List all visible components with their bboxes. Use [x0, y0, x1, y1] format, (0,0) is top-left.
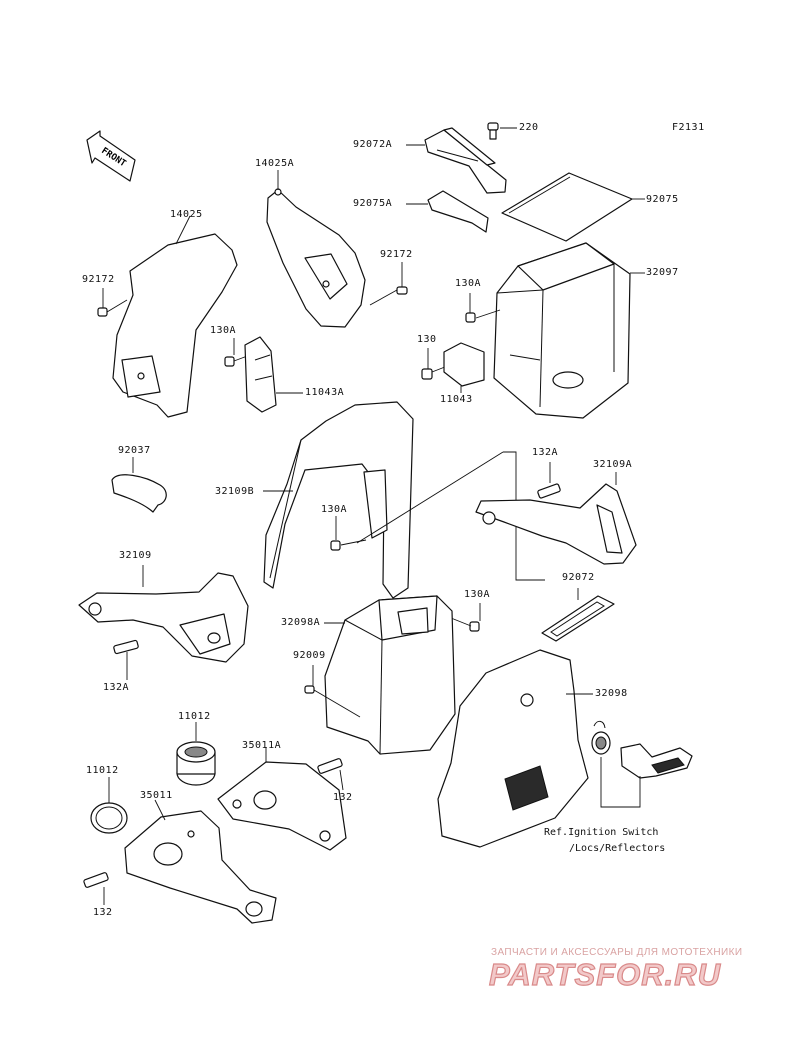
part-label-92009[interactable]: 92009 — [293, 650, 326, 661]
bolt-130a-mid-icon — [330, 516, 367, 551]
part-label-92072a[interactable]: 92072A — [353, 139, 393, 150]
part-label-130a-left[interactable]: 130A — [210, 325, 237, 336]
screw-92172-right-icon — [369, 262, 408, 306]
battery-case-32097-icon — [493, 242, 645, 419]
bolt-132a-top-icon — [537, 462, 561, 499]
reference-note-line1: Ref.Ignition Switch — [544, 827, 659, 838]
part-label-220[interactable]: 220 — [519, 122, 539, 133]
screw-92172-left-icon — [97, 288, 128, 317]
part-label-11012-left[interactable]: 11012 — [86, 765, 119, 776]
grommet-11012-top-icon — [176, 722, 216, 786]
cover-14025a-icon — [266, 170, 366, 328]
case-32098a-icon — [324, 595, 456, 755]
part-label-92172-left[interactable]: 92172 — [82, 274, 115, 285]
part-label-35011a[interactable]: 35011A — [242, 740, 282, 751]
part-label-14025[interactable]: 14025 — [170, 209, 203, 220]
arm-32109b-icon — [263, 401, 414, 599]
bracket-35011a-icon — [217, 747, 347, 851]
cover-14025-icon — [112, 215, 238, 418]
part-label-32109b[interactable]: 32109B — [215, 486, 255, 497]
part-label-11043a[interactable]: 11043A — [305, 387, 345, 398]
part-label-32109[interactable]: 32109 — [119, 550, 152, 561]
part-label-92172-right[interactable]: 92172 — [380, 249, 413, 260]
cap-11012-left-icon — [90, 777, 128, 834]
pad-92075a-icon — [406, 190, 489, 233]
part-label-130[interactable]: 130 — [417, 334, 437, 345]
arm-32109-icon — [78, 565, 249, 663]
watermark-logo: PARTSFOR.RU — [488, 956, 722, 992]
reference-note-line2: /Locs/Reflectors — [569, 843, 666, 854]
part-label-92075a[interactable]: 92075A — [353, 198, 393, 209]
part-label-92072[interactable]: 92072 — [562, 572, 595, 583]
part-label-132-mid[interactable]: 132 — [333, 792, 353, 803]
sheet-92075-icon — [501, 172, 645, 242]
clamp-92037-icon — [111, 457, 167, 513]
part-label-132-bottom[interactable]: 132 — [93, 907, 113, 918]
cover-32098-icon — [437, 649, 593, 848]
part-label-11012-top[interactable]: 11012 — [178, 711, 211, 722]
part-label-11043[interactable]: 11043 — [440, 394, 473, 405]
bolt-132-bottom-icon — [83, 872, 109, 905]
part-label-32098a[interactable]: 32098A — [281, 617, 321, 628]
arm-32109a-icon — [475, 472, 637, 565]
bolt-220-icon — [487, 122, 517, 140]
watermark-tagline: ЗАПЧАСТИ И АКСЕССУАРЫ ДЛЯ МОТОТЕХНИКИ — [491, 947, 743, 958]
bolt-130-icon — [421, 348, 451, 380]
ignition-switch-icon — [591, 720, 693, 808]
bracket-11043a-icon — [224, 336, 303, 413]
bolt-132-mid-icon — [317, 758, 344, 791]
part-label-35011[interactable]: 35011 — [140, 790, 173, 801]
part-label-132a-bottom[interactable]: 132A — [103, 682, 130, 693]
figure-code: F2131 — [672, 122, 705, 133]
screw-92009-icon — [304, 665, 361, 718]
part-label-92037[interactable]: 92037 — [118, 445, 151, 456]
bracket-11043-icon — [443, 342, 485, 393]
bolt-132a-bottom-icon — [113, 639, 139, 680]
part-label-130a-mid[interactable]: 130A — [321, 504, 348, 515]
part-label-132a-top[interactable]: 132A — [532, 447, 559, 458]
part-label-32098[interactable]: 32098 — [595, 688, 628, 699]
part-label-92075[interactable]: 92075 — [646, 194, 679, 205]
part-label-32109a[interactable]: 32109A — [593, 459, 633, 470]
part-label-130a-right[interactable]: 130A — [464, 589, 491, 600]
front-arrow-icon: FRONT — [86, 130, 136, 182]
part-label-32097[interactable]: 32097 — [646, 267, 679, 278]
band-92072-icon — [541, 588, 615, 642]
bolt-130a-top-icon — [465, 293, 501, 323]
part-label-130a-top[interactable]: 130A — [455, 278, 482, 289]
bracket-92072a-icon — [406, 127, 507, 194]
bracket-35011-icon — [124, 799, 277, 924]
part-label-14025a[interactable]: 14025A — [255, 158, 295, 169]
